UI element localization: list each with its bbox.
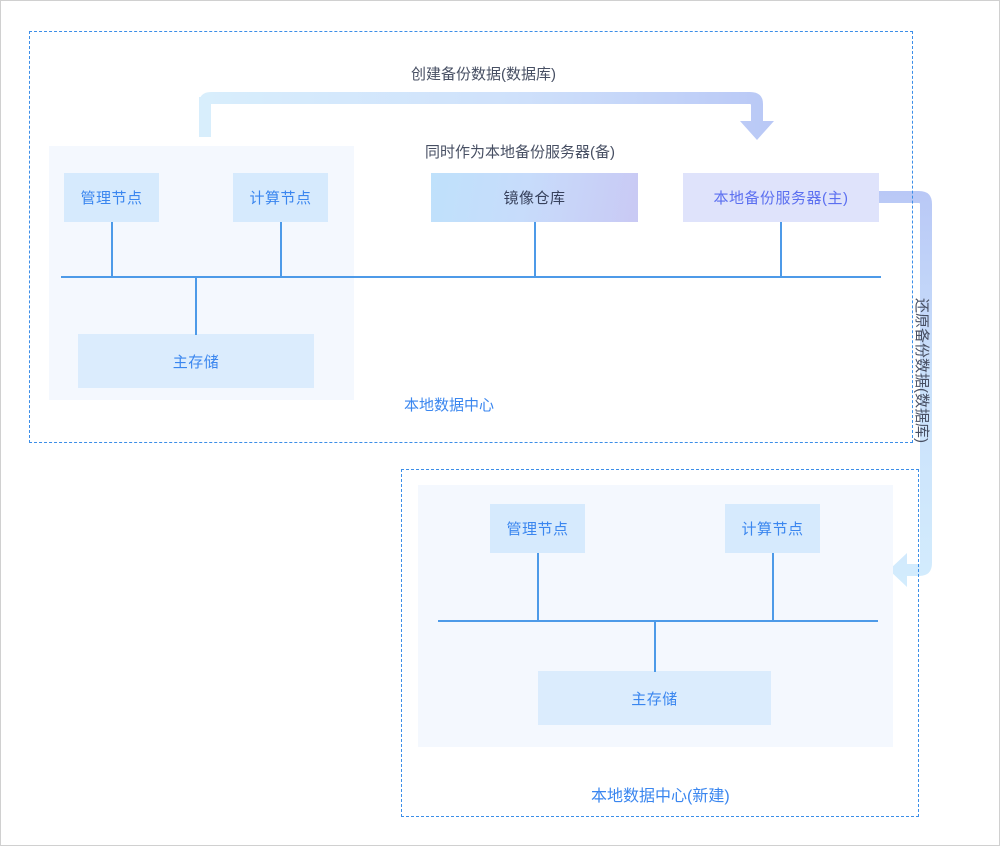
create-backup-flow-label: 创建备份数据(数据库): [411, 66, 556, 83]
connector-compute-top: [280, 222, 282, 277]
connector-registry: [534, 222, 536, 277]
registry-standby-annotation: 同时作为本地备份服务器(备): [425, 144, 615, 161]
node-compute-bottom[interactable]: 计算节点: [725, 504, 820, 553]
restore-backup-flow-label: 还原备份数据(数据库): [913, 298, 930, 443]
connector-management-top: [111, 222, 113, 277]
node-compute-top[interactable]: 计算节点: [233, 173, 328, 222]
connector-backup-server: [780, 222, 782, 277]
node-primary-storage-top[interactable]: 主存储: [78, 334, 314, 388]
top-bus-line: [61, 276, 881, 278]
connector-compute-bottom: [772, 553, 774, 621]
connector-primary-storage-bottom: [654, 621, 656, 672]
node-primary-storage-bottom[interactable]: 主存储: [538, 671, 771, 725]
node-image-registry[interactable]: 镜像仓库: [431, 173, 638, 222]
top-data-center-frame: [29, 31, 913, 443]
bottom-data-center-frame: [401, 469, 919, 817]
connector-management-bottom: [537, 553, 539, 621]
connector-primary-storage-top: [195, 277, 197, 335]
node-local-backup-server-primary[interactable]: 本地备份服务器(主): [683, 173, 879, 222]
bottom-data-center-label: 本地数据中心(新建): [591, 788, 730, 805]
top-data-center-label: 本地数据中心: [404, 397, 495, 414]
node-management-bottom[interactable]: 管理节点: [490, 504, 585, 553]
node-management-top[interactable]: 管理节点: [64, 173, 159, 222]
bottom-bus-line: [438, 620, 878, 622]
